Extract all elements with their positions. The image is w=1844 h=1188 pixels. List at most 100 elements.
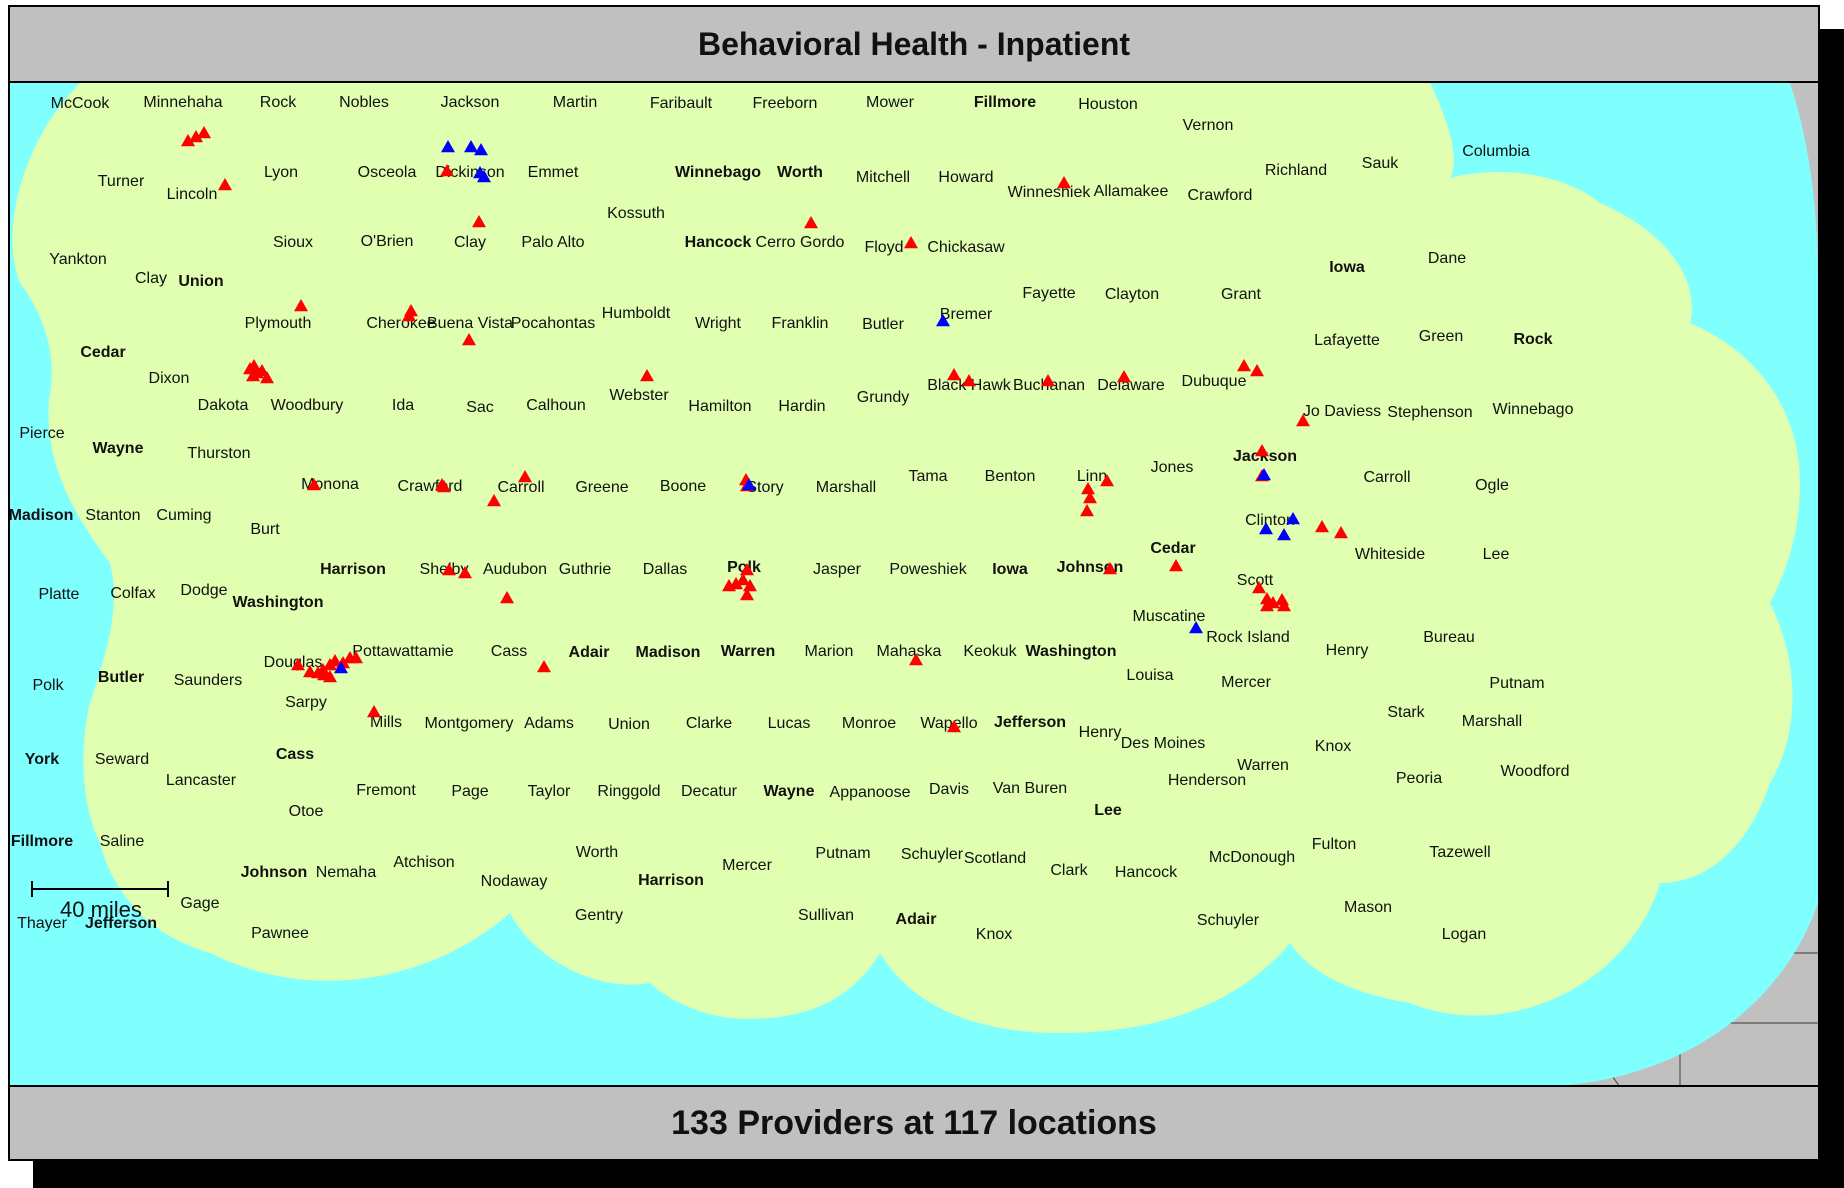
county-label: Schuyler: [1197, 912, 1260, 929]
county-label: Atchison: [393, 854, 454, 871]
provider-marker-red: [197, 126, 211, 139]
county-label: Washington: [233, 594, 324, 611]
county-label: Jasper: [813, 561, 862, 578]
county-label: Buena Vista: [427, 315, 513, 332]
county-label: Turner: [98, 173, 145, 190]
county-label: Mahaska: [877, 643, 942, 660]
title-bar: Behavioral Health - Inpatient: [10, 7, 1818, 83]
county-label: Marion: [805, 643, 854, 660]
county-label: Crawford: [398, 478, 463, 495]
county-label: Stark: [1387, 704, 1425, 721]
county-label: Sarpy: [285, 694, 327, 711]
county-label: Keokuk: [963, 643, 1017, 660]
provider-marker-red: [1315, 520, 1329, 533]
county-label: Lancaster: [166, 772, 237, 789]
scale-label: 40 miles: [60, 897, 142, 922]
county-label: Wright: [695, 315, 741, 332]
county-label: Rock: [1513, 331, 1552, 348]
county-label: Jones: [1151, 459, 1194, 476]
provider-marker-red: [729, 577, 743, 590]
county-label: Crawford: [1188, 187, 1253, 204]
county-label: Allamakee: [1094, 183, 1169, 200]
provider-marker-red: [181, 134, 195, 147]
county-label: Benton: [985, 468, 1036, 485]
county-label: Cedar: [1150, 540, 1195, 557]
county-label: Wayne: [764, 783, 815, 800]
provider-marker-red: [367, 705, 381, 718]
provider-marker-red: [291, 658, 305, 671]
provider-marker-blue: [1189, 621, 1203, 634]
provider-marker-red: [947, 368, 961, 381]
county-label: Pawnee: [251, 925, 309, 942]
county-label: Warren: [1237, 757, 1289, 774]
county-label: Mills: [370, 714, 402, 731]
provider-marker-red: [736, 573, 750, 586]
county-label: Platte: [39, 586, 80, 603]
county-label: Stephenson: [1387, 404, 1472, 421]
provider-marker-red: [1103, 562, 1117, 575]
county-label: Fremont: [356, 782, 416, 799]
provider-marker-blue: [1257, 468, 1271, 481]
county-label: Hamilton: [688, 398, 751, 415]
county-label: Cass: [491, 643, 527, 660]
county-label: Story: [746, 479, 783, 496]
county-label: Clarke: [686, 715, 732, 732]
county-label: Lyon: [264, 164, 298, 181]
county-label: Bureau: [1423, 629, 1475, 646]
county-label: Adair: [896, 911, 937, 928]
county-label: Fillmore: [974, 94, 1036, 111]
county-label: Grant: [1221, 286, 1262, 303]
county-label: Whiteside: [1355, 546, 1425, 563]
county-label: Emmet: [528, 164, 579, 181]
county-label: Martin: [553, 94, 597, 111]
county-label: Worth: [576, 844, 618, 861]
county-label: Greene: [575, 479, 628, 496]
county-label: Wayne: [93, 440, 144, 457]
provider-marker-red: [1250, 364, 1264, 377]
county-label: Clay: [454, 234, 486, 251]
county-label: Woodbury: [271, 397, 344, 414]
county-label: Ida: [392, 397, 414, 414]
county-label: Iowa: [1329, 259, 1365, 276]
provider-marker-red: [1296, 414, 1310, 427]
county-label: Lincoln: [167, 186, 218, 203]
provider-marker-red: [743, 579, 757, 592]
county-label: Cuming: [156, 507, 211, 524]
county-label: Floyd: [864, 239, 903, 256]
provider-marker-red: [1081, 482, 1095, 495]
county-label: Cass: [276, 746, 314, 763]
provider-marker-blue: [334, 661, 348, 674]
provider-marker-red: [440, 164, 454, 177]
county-label: Delaware: [1097, 377, 1165, 394]
county-label: Schuyler: [901, 846, 964, 863]
county-label: Winnebago: [1493, 401, 1574, 418]
county-label: Clark: [1050, 862, 1088, 879]
county-label: Mercer: [1221, 674, 1271, 691]
county-label: Jo Daviess: [1303, 403, 1381, 420]
provider-marker-blue: [936, 314, 950, 327]
provider-marker-blue: [742, 478, 756, 491]
county-label: Jefferson: [85, 915, 157, 932]
county-label: Dallas: [643, 561, 687, 578]
county-label: Seward: [95, 751, 149, 768]
county-label: Shelby: [420, 561, 469, 578]
county-label: Mitchell: [856, 169, 910, 186]
county-label: Mason: [1344, 899, 1392, 916]
county-label: Tazewell: [1429, 844, 1490, 861]
map-title: Behavioral Health - Inpatient: [697, 25, 1131, 62]
county-label: O'Brien: [361, 233, 414, 250]
county-label: Dixon: [149, 370, 190, 387]
provider-marker-red: [640, 369, 654, 382]
county-label: Saline: [100, 833, 145, 850]
provider-marker-red: [1117, 370, 1131, 383]
county-label: Sioux: [273, 234, 313, 251]
county-label: Taylor: [528, 783, 571, 800]
provider-marker-red: [189, 130, 203, 143]
county-label: York: [25, 751, 59, 768]
county-label: Scott: [1237, 572, 1274, 589]
county-label: Putnam: [1489, 675, 1544, 692]
county-label: Pierce: [19, 425, 64, 442]
county-label: Adams: [524, 715, 574, 732]
county-label: Monroe: [842, 715, 896, 732]
provider-marker-red: [349, 651, 363, 664]
